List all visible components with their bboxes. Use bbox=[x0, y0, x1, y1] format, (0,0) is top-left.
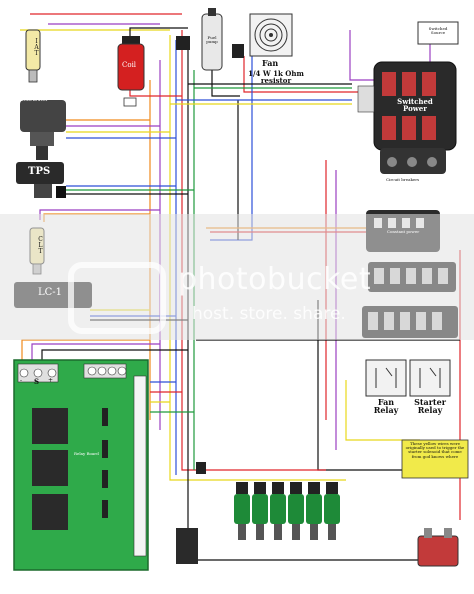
injector bbox=[234, 482, 250, 540]
wire-rb-3 bbox=[41, 349, 188, 362]
distributor-label: Distributor bbox=[20, 97, 49, 103]
wire-rb-1 bbox=[21, 339, 150, 360]
fan bbox=[232, 13, 293, 58]
injector bbox=[270, 482, 286, 540]
relay-board-terminal-s: S bbox=[34, 377, 40, 386]
switched-source-box bbox=[417, 21, 459, 45]
relay-board-label: Relay Board bbox=[74, 451, 99, 456]
relay-board-terminal-neg: - bbox=[20, 377, 23, 384]
distributor bbox=[20, 100, 66, 160]
watermark-band bbox=[0, 214, 474, 340]
injector bbox=[252, 482, 268, 540]
iat-sensor bbox=[25, 29, 41, 83]
fan-relay-label: Fan Relay bbox=[373, 397, 399, 416]
watermark-brand: photobucket bbox=[178, 262, 372, 297]
wire-yellow-trunk bbox=[169, 35, 200, 481]
injector bbox=[324, 482, 340, 540]
resistor-label: 1/4 W 1k Ohm resistor bbox=[248, 69, 304, 86]
wire-right-yellow bbox=[345, 380, 420, 441]
fuel-injectors bbox=[234, 482, 340, 540]
fan-label: Fan bbox=[262, 58, 279, 68]
fuel-pump-label: Fuel pump bbox=[206, 35, 218, 45]
injector bbox=[288, 482, 304, 540]
tps-sensor bbox=[16, 162, 66, 198]
relay-board bbox=[13, 359, 149, 571]
clt-label: CLT bbox=[37, 236, 44, 254]
ignition-coil bbox=[117, 36, 145, 107]
injector bbox=[306, 482, 322, 540]
note-text: These yellow wires were originally used … bbox=[405, 441, 465, 459]
watermark-logo bbox=[68, 262, 166, 334]
coil-label: Coil bbox=[122, 61, 137, 69]
relay-board-terminal-pos: + bbox=[48, 377, 54, 384]
wire-rb-2 bbox=[31, 343, 160, 360]
watermark-tagline: host. store. share. bbox=[192, 304, 346, 324]
lc1-label: LC-1 bbox=[38, 287, 63, 298]
switched-source-label: Switched Source bbox=[428, 26, 448, 36]
switched-power-block bbox=[357, 61, 457, 151]
fan-relay bbox=[365, 359, 407, 397]
starter-relay-label: Starter Relay bbox=[414, 397, 446, 416]
starter-relay bbox=[409, 359, 451, 397]
circuit-breakers bbox=[380, 148, 446, 174]
starter-solenoid bbox=[417, 528, 459, 567]
switched-power-label: Switched Power bbox=[397, 97, 433, 114]
note-box bbox=[401, 439, 469, 479]
wire-fan-red bbox=[243, 56, 360, 93]
wire-fuel-pump bbox=[211, 60, 240, 97]
iat-label: IAT bbox=[33, 38, 40, 56]
constant-power-label: Constant power bbox=[386, 229, 420, 234]
tps-label: TPS bbox=[28, 166, 51, 177]
circuit-breakers-label: Circuit breakers bbox=[386, 177, 420, 182]
iac-connector bbox=[176, 462, 206, 564]
fuel-pump bbox=[176, 8, 223, 71]
